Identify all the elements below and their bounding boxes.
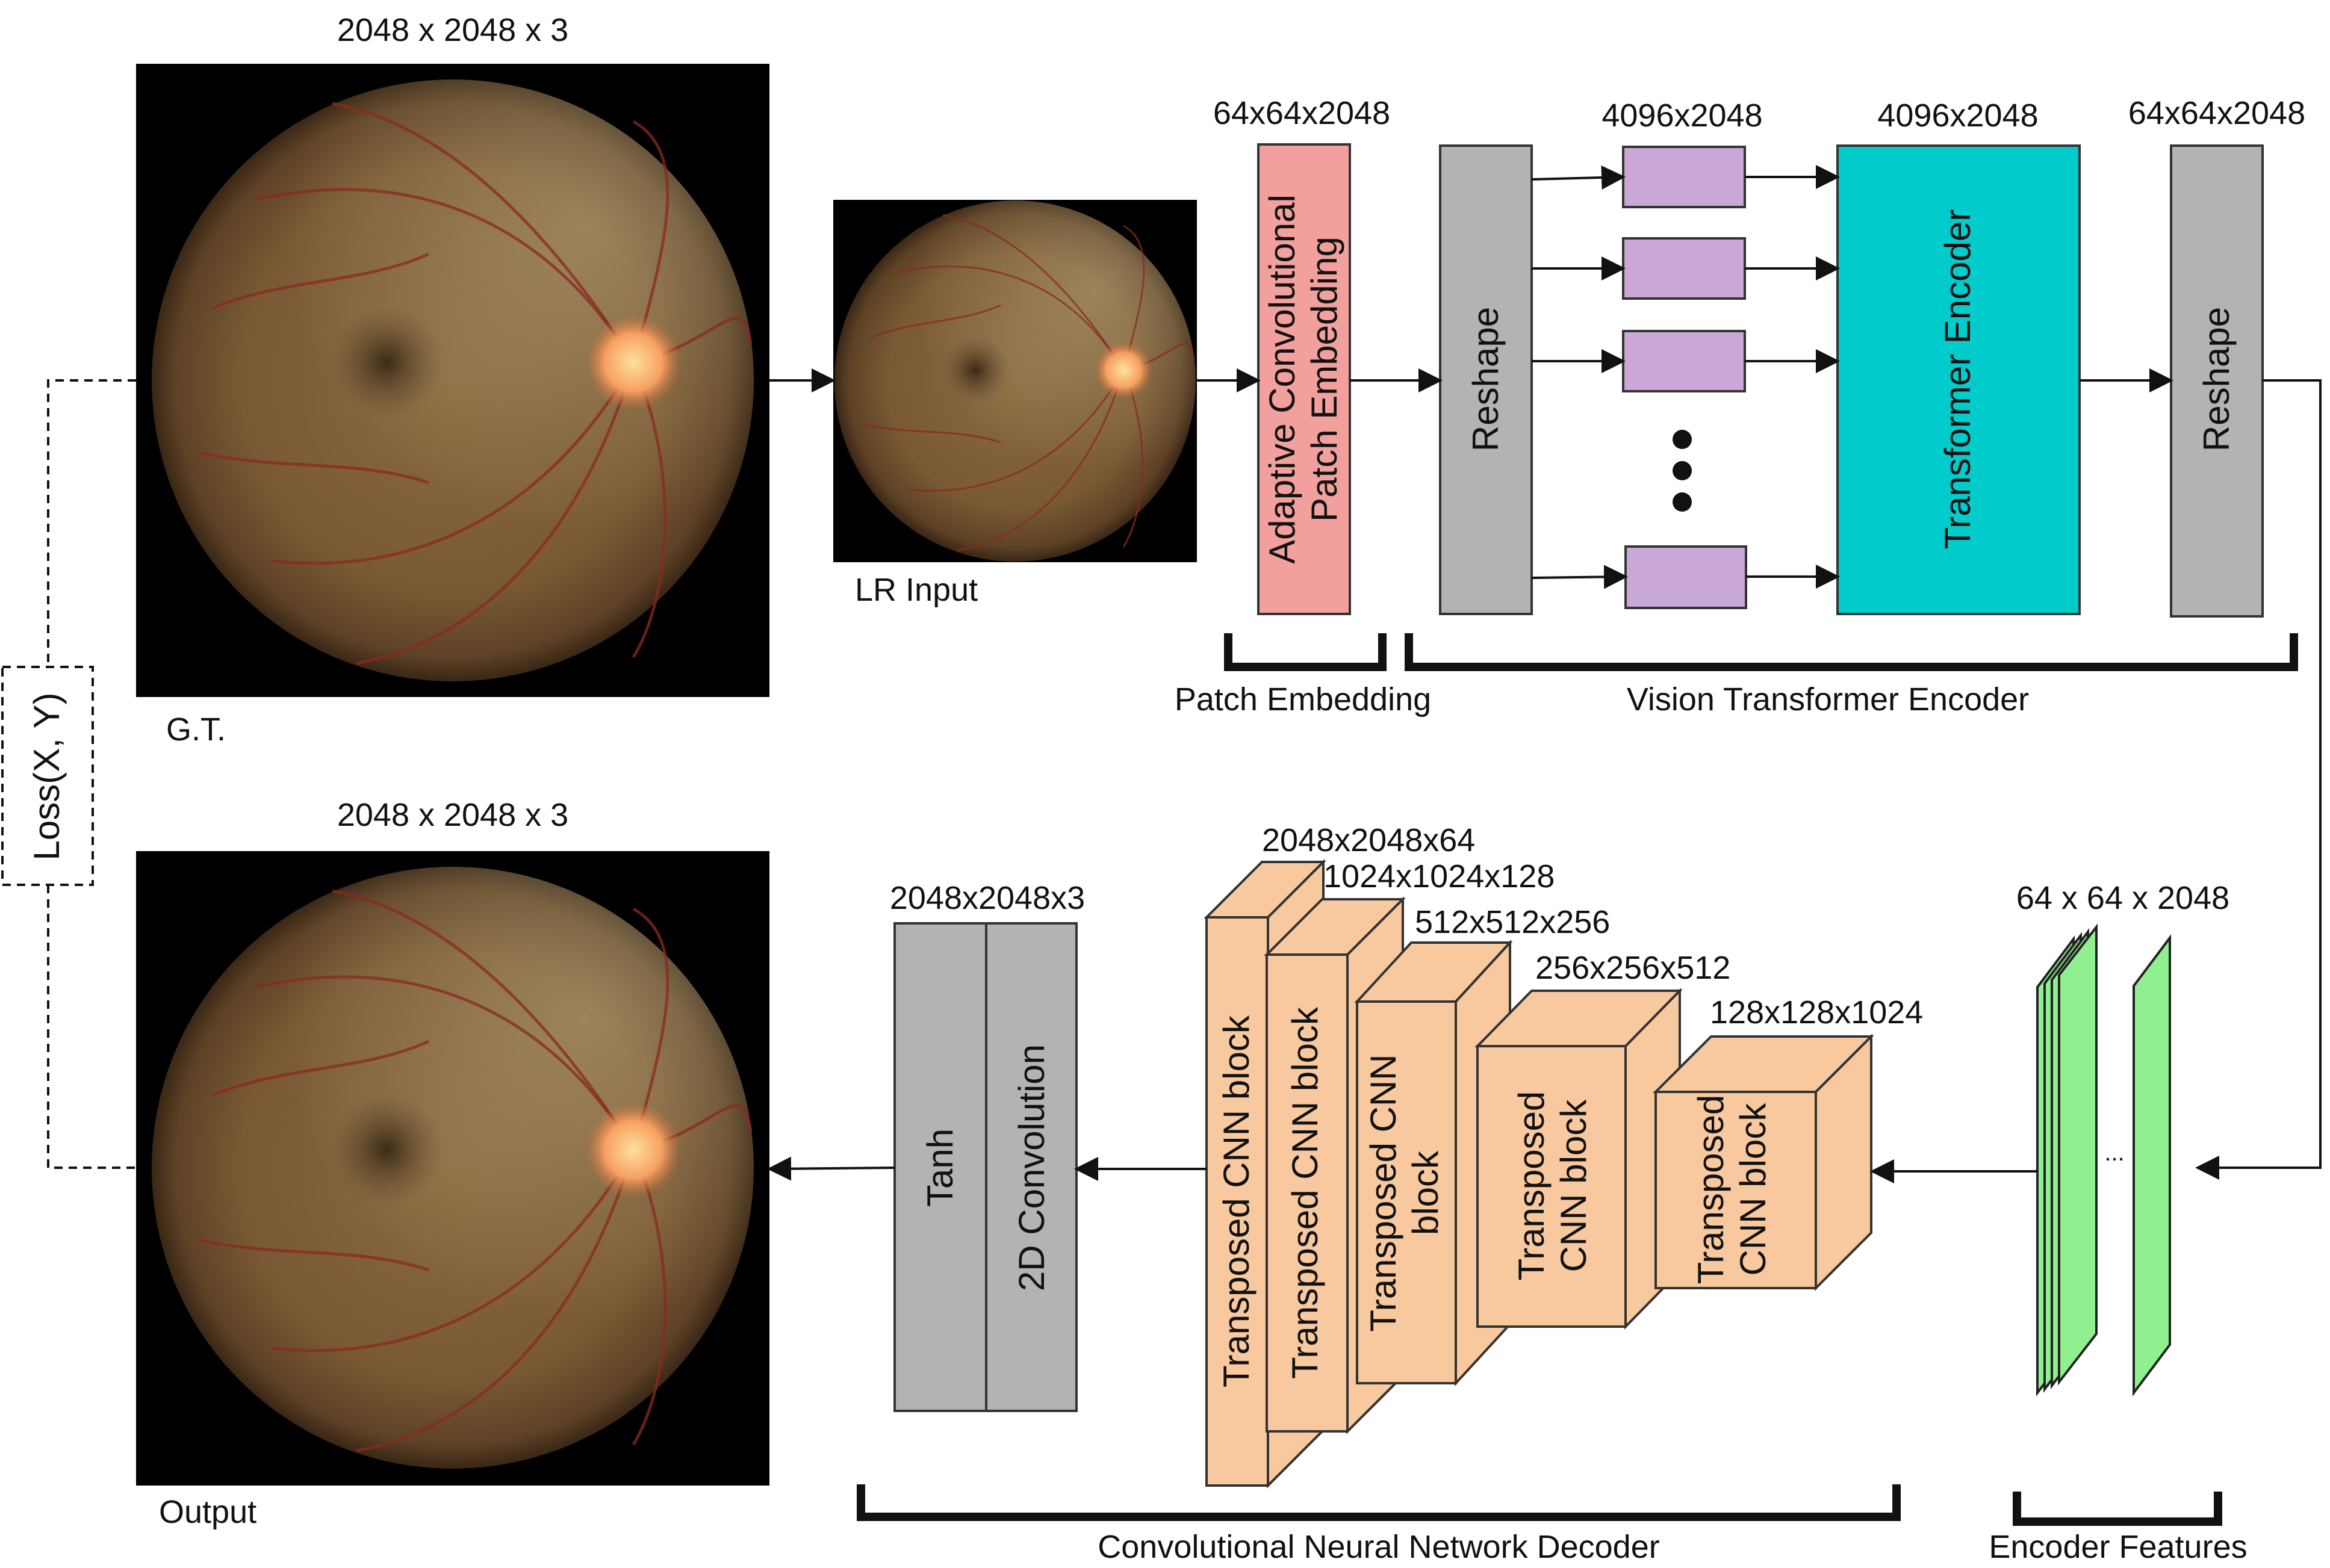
- cnn-block-3-dims: 512x512x256: [1415, 904, 1610, 940]
- patch-embed-label-2: Patch Embedding: [1304, 237, 1344, 522]
- tokens-dims: 4096x2048: [1601, 98, 1762, 134]
- encoder-features-bracket-label: Encoder Features: [1989, 1529, 2247, 1565]
- tanh-label: Tanh: [920, 1129, 960, 1207]
- loss-label: Loss(X, Y): [26, 693, 67, 861]
- cnn-block-4-label-1: Transposed: [1511, 1091, 1552, 1281]
- gt-caption: G.T.: [166, 711, 226, 748]
- cnn-block-5: [1653, 1033, 1874, 1291]
- final-dims: 2048x2048x3: [890, 880, 1085, 916]
- cnn-block-4: [1474, 988, 1683, 1330]
- top-flow-arrows: [769, 165, 2322, 1180]
- vit-bracket-label: Vision Transformer Encoder: [1627, 681, 2029, 717]
- encoder-features-bracket: [2013, 1492, 2222, 1526]
- transformer-encoder-label: Transformer Encoder: [1937, 209, 1978, 550]
- encoder-features-dims: 64 x 64 x 2048: [2016, 880, 2229, 916]
- cnn-block-4-dims: 256x256x512: [1535, 950, 1730, 986]
- reshape2-dims: 64x64x2048: [2128, 95, 2305, 131]
- gt-fundus: [152, 79, 754, 681]
- cnn-block-5-dims: 128x128x1024: [1710, 994, 1923, 1030]
- token-n: [1624, 545, 1747, 609]
- cnn-block-1-dims: 2048x2048x64: [1262, 822, 1475, 858]
- ellipsis-dot-1: [1673, 430, 1692, 449]
- cnn-block-1-label-1: Transposed CNN block: [1216, 1015, 1257, 1387]
- token-1: [1622, 146, 1746, 208]
- cnn-decoder-bracket-label: Convolutional Neural Network Decoder: [1098, 1529, 1659, 1565]
- loss-connector: [1, 379, 136, 1169]
- vit-bracket: [1405, 633, 2298, 671]
- cnn-block-5-label-2: CNN block: [1733, 1103, 1773, 1276]
- output-dims: 2048 x 2048 x 3: [337, 797, 568, 833]
- gt-dims: 2048 x 2048 x 3: [337, 12, 568, 48]
- conv2d-label: 2D Convolution: [1011, 1044, 1052, 1291]
- output-fundus: [152, 867, 754, 1469]
- feature-ellipsis: ...: [2104, 1139, 2124, 1166]
- cnn-block-2-dims: 1024x1024x128: [1323, 858, 1555, 894]
- output-caption: Output: [159, 1494, 256, 1530]
- patch-embed-label-1: Adaptive Convolutional: [1262, 194, 1302, 564]
- cnn-block-3-label-2: block: [1405, 1150, 1446, 1235]
- patch-embed-bracket-label: Patch Embedding: [1175, 681, 1431, 717]
- patch-embed-bracket: [1224, 633, 1387, 671]
- lr-caption: LR Input: [855, 572, 978, 608]
- cnn-block-5-label-1: Transposed: [1691, 1095, 1731, 1284]
- cnn-block-3-label-1: Transposed CNN: [1363, 1054, 1403, 1331]
- reshape-label-1: Reshape: [1465, 307, 1506, 451]
- transformer-encoder-block: [1836, 144, 2081, 615]
- ellipsis-dot-3: [1673, 492, 1692, 512]
- cnn-decoder-bracket: [857, 1484, 1901, 1521]
- lr-fundus: [833, 199, 1197, 563]
- token-3: [1622, 330, 1746, 392]
- feature-maps: [2036, 923, 2171, 1396]
- conv2d-block: [985, 922, 1078, 1412]
- bottom-flow-arrows: [767, 1156, 2037, 1183]
- cnn-block-2-label-1: Transposed CNN block: [1285, 1006, 1325, 1379]
- encoder-dims: 4096x2048: [1877, 98, 2038, 134]
- token-2: [1622, 237, 1746, 300]
- ellipsis-dot-2: [1673, 461, 1692, 480]
- cnn-block-4-label-2: CNN block: [1553, 1099, 1594, 1272]
- patch-embed-dims: 64x64x2048: [1213, 95, 1390, 131]
- reshape-label-2: Reshape: [2196, 307, 2237, 451]
- tanh-block: [893, 922, 987, 1412]
